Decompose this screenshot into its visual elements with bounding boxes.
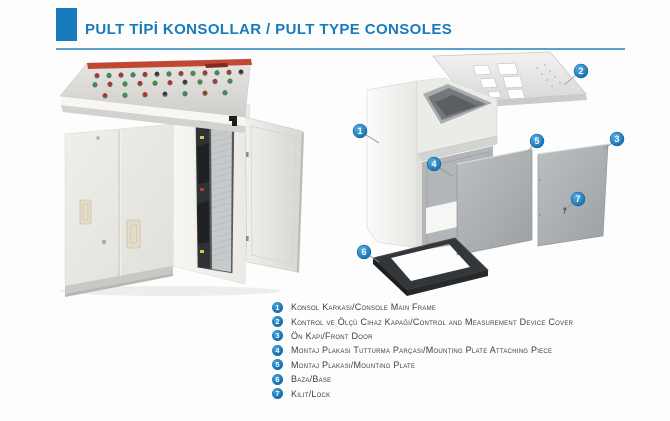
- door-handle-plate: [79, 199, 141, 249]
- svg-text:7: 7: [575, 194, 580, 204]
- mounting-plate-part: [456, 148, 533, 256]
- legend-item-label: Kontrol ve Ölçü Cihaz Kapağı/Control and…: [291, 316, 574, 327]
- svg-text:5: 5: [534, 136, 539, 146]
- hinge-icon: [246, 236, 249, 241]
- callout-badge-2: 2: [563, 63, 589, 86]
- floor-shadow: [60, 286, 280, 296]
- svg-text:2: 2: [578, 66, 583, 76]
- header-accent-square: [56, 8, 77, 41]
- handle-icon: [229, 116, 237, 126]
- console-photo: [45, 54, 325, 299]
- legend-item-label: Montaj Plakası/Mounting Plate: [291, 359, 416, 370]
- page-title: PULT TİPİ KONSOLLAR / PULT TYPE CONSOLES: [85, 21, 453, 38]
- header-underline: [56, 48, 625, 50]
- legend-item: 4 Montaj Plakası Tutturma Parçası/Mounti…: [272, 343, 573, 357]
- legend-item-label: Ön Kapı/Front Door: [291, 330, 373, 341]
- exploded-diagram: 1 2 3 4 5 6 7: [345, 50, 645, 300]
- callout-badge-4: 4: [426, 156, 453, 177]
- svg-text:3: 3: [614, 134, 619, 144]
- legend-item: 3 Ön Kapı/Front Door: [272, 329, 573, 343]
- callout-badge-7: 7: [565, 191, 586, 210]
- legend-number-badge: 4: [272, 344, 283, 356]
- exploded-diagram-illustration: 1 2 3 4 5 6 7: [352, 51, 625, 296]
- panel-red-edge: [87, 59, 252, 69]
- din-rail-panel: [211, 112, 232, 272]
- svg-text:4: 4: [431, 159, 436, 169]
- cabinet-side: [172, 103, 251, 285]
- legend-item-label: Montaj Plakası Tutturma Parçası/Mounting…: [291, 345, 553, 356]
- cabinet-front-doors: [64, 123, 174, 297]
- hinge-icon: [246, 152, 249, 157]
- legend-number-badge: 3: [272, 330, 283, 342]
- console-photo-illustration: [59, 58, 304, 297]
- legend-number-badge: 1: [272, 301, 283, 313]
- legend-item: 1 Konsol Karkası/Console Main Frame: [272, 300, 573, 314]
- plinth: [65, 266, 173, 294]
- legend-number-badge: 2: [272, 316, 283, 328]
- legend-number-badge: 7: [272, 388, 283, 400]
- control-panel-top: [59, 58, 252, 133]
- push-buttons: [92, 69, 244, 99]
- legend-item-label: Konsol Karkası/Console Main Frame: [291, 302, 437, 313]
- callout-badge-5: 5: [526, 133, 545, 153]
- legend-number-badge: 5: [272, 359, 283, 371]
- base-part: [372, 237, 489, 296]
- callout-badge-3: 3: [603, 131, 625, 150]
- callout-badge-6: 6: [356, 244, 380, 263]
- svg-text:1: 1: [357, 126, 362, 136]
- legend-item: 2 Kontrol ve Ölçü Cihaz Kapağı/Control a…: [272, 314, 573, 328]
- legend-item: 6 Baza/Base: [272, 372, 573, 386]
- legend-item-label: Kilit/Lock: [291, 388, 331, 399]
- callout-badge-1: 1: [352, 123, 380, 144]
- parts-legend: 1 Konsol Karkası/Console Main Frame 2 Ko…: [272, 300, 573, 401]
- legend-number-badge: 6: [272, 373, 283, 385]
- legend-item: 5 Montaj Plakası/Mounting Plate: [272, 358, 573, 372]
- legend-item: 7 Kilit/Lock: [272, 386, 573, 400]
- open-side-door: [244, 116, 304, 273]
- svg-text:6: 6: [361, 247, 366, 257]
- lock-icon: [563, 207, 567, 215]
- legend-item-label: Baza/Base: [291, 374, 332, 385]
